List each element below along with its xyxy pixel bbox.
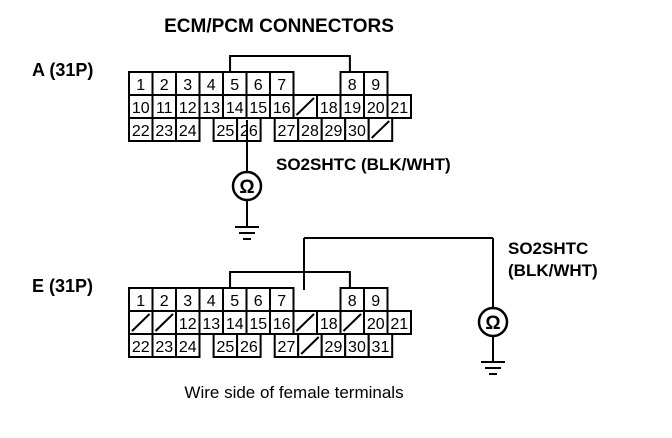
terminal-number: 22	[132, 339, 150, 356]
terminal-number: 14	[226, 100, 244, 117]
terminal-number: 5	[230, 293, 239, 310]
connector-latch	[229, 55, 351, 72]
terminal-number: 9	[371, 293, 380, 310]
terminal-number: 1	[136, 293, 145, 310]
wire-label-a: SO2SHTC (BLK/WHT)	[276, 155, 451, 174]
connector-latch	[229, 271, 351, 288]
terminal-cell	[236, 117, 262, 142]
ohm-symbol-a: Ω	[239, 177, 254, 198]
terminal-number: 21	[390, 316, 408, 333]
terminal-number: 20	[367, 316, 385, 333]
empty-terminal-slash	[295, 313, 315, 332]
terminal-number: 6	[254, 77, 263, 94]
terminal-number: 12	[179, 100, 197, 117]
terminal-number: 31	[372, 339, 390, 356]
terminal-number: 4	[207, 293, 216, 310]
connector-a-label: A (31P)	[32, 60, 93, 80]
terminal-cell	[386, 310, 412, 335]
terminal-number: 29	[325, 123, 343, 140]
terminal-number: 2	[160, 293, 169, 310]
empty-terminal-slash	[131, 313, 151, 332]
wire-label-e-line1: SO2SHTC	[508, 239, 588, 258]
terminal-number: 2	[160, 77, 169, 94]
terminal-number: 16	[273, 100, 291, 117]
terminal-number: 10	[132, 100, 150, 117]
terminal-number: 14	[226, 316, 244, 333]
connector-e-label: E (31P)	[32, 276, 93, 296]
probe-wire-e	[303, 237, 494, 362]
empty-terminal-slash	[154, 313, 174, 332]
terminal-number: 6	[254, 293, 263, 310]
terminal-number: 30	[348, 123, 366, 140]
diagram-title: ECM/PCM CONNECTORS	[164, 16, 394, 37]
ground-icon	[235, 226, 259, 240]
terminal-number: 8	[348, 293, 357, 310]
terminal-number: 18	[320, 100, 338, 117]
terminal-cell	[175, 333, 201, 358]
empty-terminal-slash	[342, 313, 362, 332]
terminal-number: 3	[183, 77, 192, 94]
terminal-number: 15	[249, 316, 267, 333]
empty-terminal-slash	[300, 336, 320, 355]
terminal-number: 27	[278, 123, 296, 140]
terminal-number: 28	[301, 123, 319, 140]
terminal-number: 9	[371, 77, 380, 94]
terminal-number: 26	[240, 339, 258, 356]
empty-terminal-slash	[371, 120, 390, 139]
terminal-number: 22	[132, 123, 150, 140]
terminal-number: 5	[230, 77, 239, 94]
terminal-number: 3	[183, 293, 192, 310]
terminal-cell	[367, 333, 394, 358]
ohmmeter-a: Ω	[231, 170, 263, 202]
caption: Wire side of female terminals	[184, 383, 403, 402]
terminal-number: 8	[348, 77, 357, 94]
terminal-number: 26	[240, 123, 258, 140]
terminal-number: 25	[216, 123, 234, 140]
terminal-number: 15	[249, 100, 267, 117]
terminal-number: 7	[277, 77, 286, 94]
terminal-cell	[175, 117, 201, 142]
ohmmeter-e: Ω	[477, 306, 509, 338]
terminal-number: 1	[136, 77, 145, 94]
terminal-number: 23	[155, 123, 173, 140]
terminal-number: 29	[325, 339, 343, 356]
terminal-number: 30	[348, 339, 366, 356]
terminal-number: 18	[320, 316, 338, 333]
terminal-number: 21	[390, 100, 408, 117]
terminal-number: 16	[273, 316, 291, 333]
terminal-number: 13	[202, 316, 220, 333]
terminal-cell	[386, 94, 412, 119]
terminal-number: 4	[207, 77, 216, 94]
terminal-number: 25	[216, 339, 234, 356]
ohm-symbol-e: Ω	[485, 313, 500, 334]
ground-icon	[481, 361, 505, 375]
terminal-number: 24	[179, 123, 197, 140]
terminal-cell	[236, 333, 262, 358]
terminal-number: 20	[367, 100, 385, 117]
terminal-number: 13	[202, 100, 220, 117]
terminal-number: 24	[179, 339, 197, 356]
wire-label-e-line2: (BLK/WHT)	[508, 261, 598, 280]
terminal-number: 19	[343, 100, 361, 117]
terminal-number: 7	[277, 293, 286, 310]
terminal-number: 11	[156, 100, 173, 117]
terminal-number: 27	[278, 339, 296, 356]
terminal-number: 12	[179, 316, 197, 333]
empty-terminal-slash	[295, 97, 315, 116]
terminal-number: 23	[155, 339, 173, 356]
